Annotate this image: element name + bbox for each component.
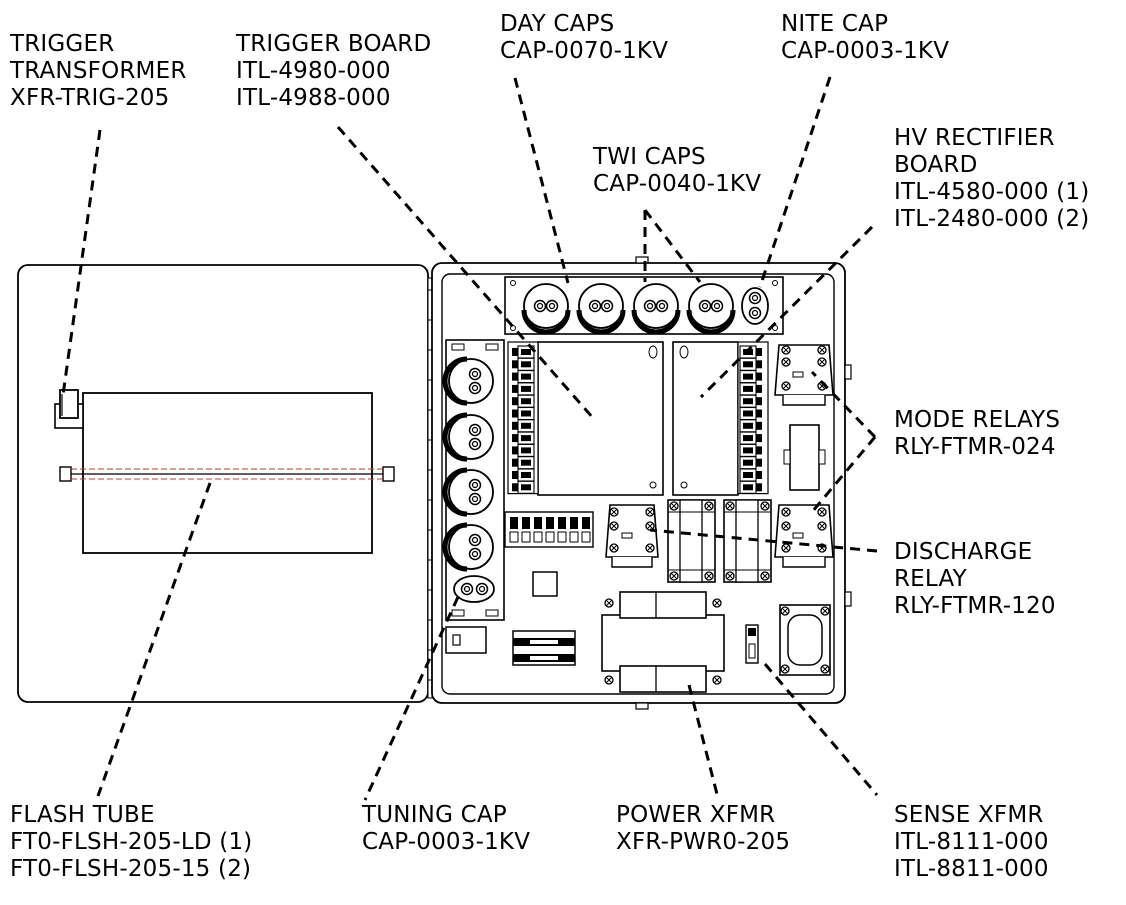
leader-power-xfmr	[687, 684, 720, 799]
trigger-board	[537, 341, 664, 496]
label-day-caps: DAY CAPS CAP-0070-1KV	[500, 11, 669, 64]
discharge-relay	[605, 504, 659, 568]
label-discharge-relay: DISCHARGE RELAY RLY-FTMR-120	[894, 539, 1056, 619]
leader-trigger-board	[336, 126, 595, 419]
trigger-transformer	[54, 389, 84, 429]
label-hv-rectifier-board: HV RECTIFIER BOARD ITL-4580-000 (1) ITL-…	[894, 125, 1090, 232]
flash-tube	[59, 466, 395, 482]
mode-relay-coil	[783, 424, 826, 491]
hv-rectifier-board	[672, 341, 739, 496]
label-flash-tube: FLASH TUBE FT0-FLSH-205-LD (1) FT0-FLSH-…	[10, 802, 253, 882]
hv-rectifier-terminal-strip	[737, 341, 769, 495]
leader-day-caps	[513, 77, 570, 284]
left-capacitor-bracket	[445, 339, 505, 621]
switch-block	[445, 626, 487, 654]
flash-tube-window	[82, 392, 373, 554]
day-cap-2	[579, 284, 623, 332]
nite-cap	[741, 287, 769, 325]
label-twi-caps: TWI CAPS CAP-0040-1KV	[593, 144, 762, 197]
tuning-cap	[453, 575, 495, 603]
label-power-xfmr: POWER XFMR XFR-PWR0-205	[616, 802, 791, 855]
square-component	[532, 571, 558, 597]
trigger-board-terminal-strip	[507, 341, 539, 495]
day-twi-nite-capacitor-bank	[504, 276, 784, 335]
day-cap-1	[524, 284, 568, 332]
twi-cap-2	[689, 284, 733, 332]
leader-sense-xfmr	[763, 663, 879, 796]
power-transformer	[601, 591, 725, 693]
label-sense-xfmr: SENSE XFMR ITL-8111-000 ITL-8811-000	[894, 802, 1049, 882]
leader-twi-caps-right	[643, 209, 702, 283]
sense-transformer	[745, 604, 831, 676]
label-trigger-transformer: TRIGGER TRANSFORMER XFR-TRIG-205	[10, 31, 187, 111]
leader-tuning-cap	[363, 596, 460, 801]
leader-discharge-relay	[649, 528, 878, 553]
label-nite-cap: NITE CAP CAP-0003-1KV	[781, 11, 950, 64]
label-mode-relays: MODE RELAYS RLY-FTMR-024	[894, 407, 1061, 460]
label-trigger-board: TRIGGER BOARD ITL-4980-000 ITL-4988-000	[236, 31, 432, 111]
mode-relay-top	[774, 344, 834, 406]
label-tuning-cap: TUNING CAP CAP-0003-1KV	[362, 802, 531, 855]
fuse-strip	[504, 511, 594, 548]
fuse-holder	[512, 630, 576, 666]
leader-hv-rectifier	[699, 225, 874, 399]
leader-lines	[61, 76, 879, 801]
twi-cap-1	[634, 284, 678, 332]
leader-nite-cap	[758, 76, 832, 288]
leader-flash-tube	[96, 482, 212, 797]
contactor-block-2	[723, 499, 772, 583]
enclosure-door	[17, 264, 429, 703]
leader-trigger-transformer	[61, 129, 102, 396]
mode-relay-bottom	[774, 504, 834, 568]
leader-mode-relay-top	[810, 370, 877, 439]
contactor-block-1	[667, 499, 716, 583]
